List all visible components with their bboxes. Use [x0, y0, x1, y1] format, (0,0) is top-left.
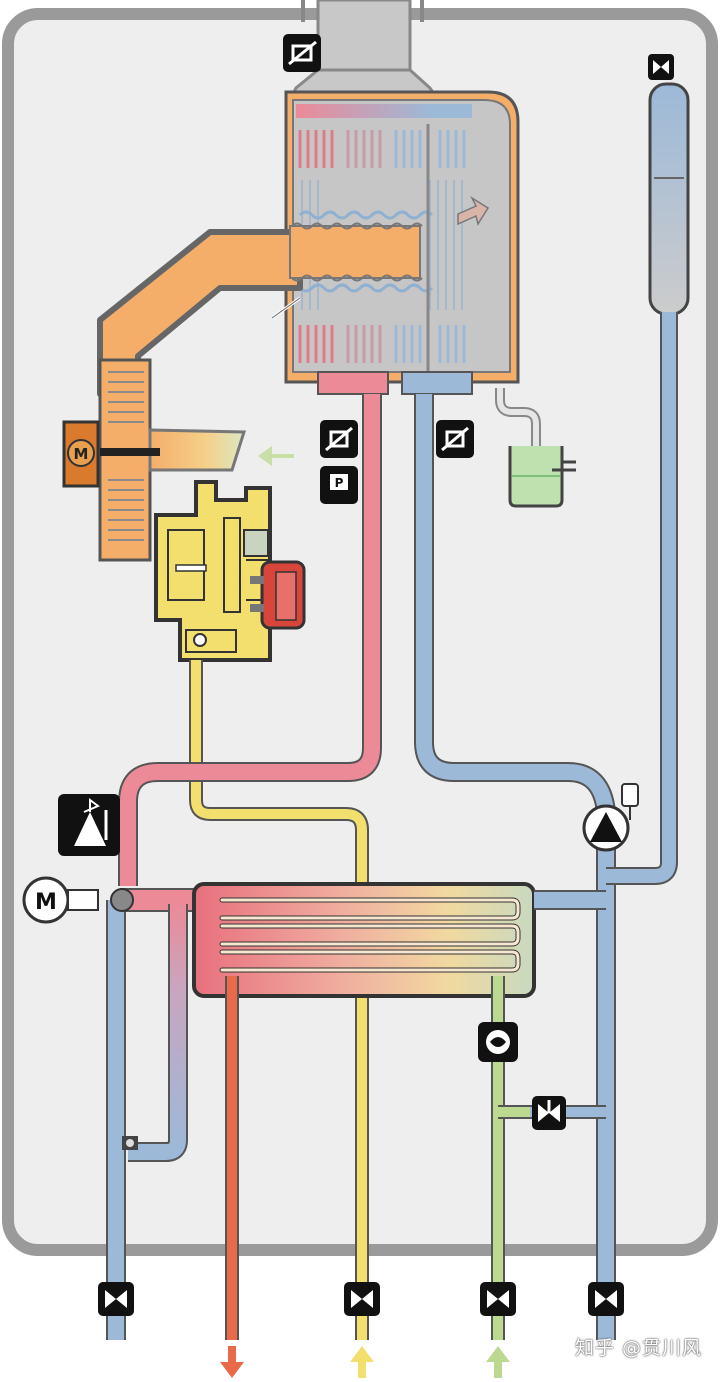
safety-valve-icon	[58, 794, 120, 856]
bypass-sensor-icon	[122, 1136, 138, 1150]
cold-water-isolation-valve	[480, 1282, 516, 1316]
flow-meter-icon	[478, 1022, 518, 1062]
gas-isolation-valve	[344, 1282, 380, 1316]
flow-temperature-sensor-icon	[320, 420, 358, 458]
pressure-switch-label: P	[335, 476, 344, 490]
gas-valve	[154, 480, 272, 662]
diverter-valve-motor: M	[22, 876, 134, 924]
heating-return-isolation-valve	[98, 1282, 134, 1316]
expansion-valve-icon	[648, 54, 674, 80]
hot-water-out-arrow	[220, 1346, 244, 1378]
gas-valve-solenoid	[250, 560, 306, 630]
return-temperature-sensor-icon	[436, 420, 474, 458]
expansion-vessel	[648, 82, 690, 316]
plate-heat-exchanger	[192, 882, 536, 998]
heating-flow-isolation-valve	[588, 1282, 624, 1316]
filling-valve-icon	[532, 1096, 566, 1130]
air-intake-arrow	[258, 446, 294, 466]
fan-motor-label: M	[74, 445, 89, 463]
cold-water-in-arrow	[486, 1346, 510, 1378]
circulation-pump	[582, 783, 639, 852]
pressure-switch-icon: P	[320, 466, 358, 504]
fan-motor: M	[62, 420, 100, 488]
gas-in-arrow	[350, 1346, 374, 1378]
condensate-trap	[495, 388, 576, 508]
diverter-motor-label: M	[35, 890, 57, 915]
flue-temperature-sensor-icon	[283, 34, 321, 72]
watermark: 知乎 @贯川风	[574, 1337, 702, 1359]
fan-assembly	[98, 358, 247, 562]
